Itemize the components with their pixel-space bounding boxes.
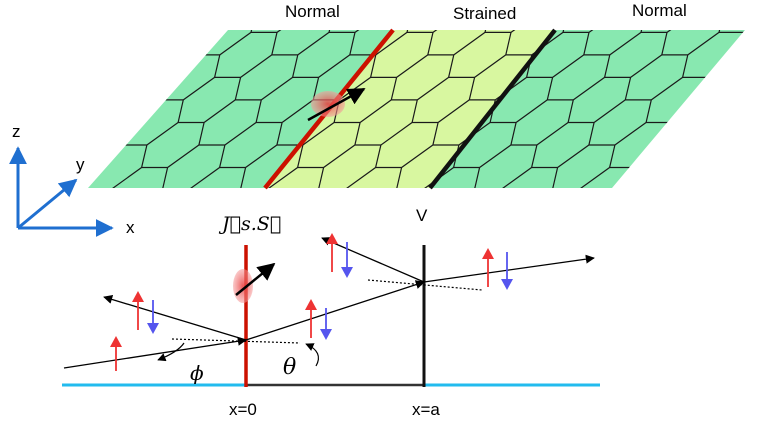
spin-down-reflected <box>147 300 159 334</box>
barrier-label-left: J⃗s.S⃗ <box>218 213 281 235</box>
region-label-left: Normal <box>285 2 340 21</box>
angle-label-theta: θ <box>283 355 296 380</box>
impurity-spin-arrow-top <box>307 87 366 122</box>
spin-up-transmitted <box>482 248 494 287</box>
spin-up-reflected <box>132 291 144 330</box>
y-axis-label: y <box>76 155 85 174</box>
strained-region <box>265 30 555 188</box>
magnetic-impurity-top <box>311 91 345 117</box>
spin-up-middle-reflected <box>326 233 338 272</box>
spin-down-transmitted <box>501 252 513 290</box>
transmitted-ray-right <box>423 254 595 283</box>
reflected-ray-middle <box>321 237 425 283</box>
spin-down-middle-reflected <box>341 242 353 278</box>
left-normal-region <box>88 30 393 188</box>
x-axis-label: x <box>126 218 135 237</box>
spin-arrows <box>110 233 513 371</box>
reflected-ray <box>103 295 247 341</box>
spin-up-middle <box>305 299 317 338</box>
angle-phi-arc <box>157 342 185 362</box>
magnetic-impurity <box>233 269 253 303</box>
right-normal-region <box>430 30 745 188</box>
black-boundary-line <box>428 28 557 190</box>
z-axis-label: z <box>12 122 21 141</box>
transmitted-ray-middle <box>245 280 425 341</box>
incident-ray <box>63 336 247 369</box>
spin-up-incident <box>110 336 122 371</box>
angle-label-phi: ϕ <box>190 361 204 385</box>
coordinate-axes: z y x <box>8 122 135 237</box>
region-label-right: Normal <box>632 1 687 20</box>
graphene-sheet <box>88 28 745 190</box>
impurity-spin-arrow <box>235 262 276 296</box>
barrier-label-right: V <box>416 206 428 225</box>
angle-theta-arc <box>305 343 319 367</box>
position-label-right: x=a <box>412 400 440 419</box>
position-label-left: x=0 <box>229 400 257 419</box>
y-axis-arrow <box>17 178 78 230</box>
normal-dotted-left <box>171 338 301 344</box>
spin-down-middle <box>320 308 332 340</box>
region-label-middle: Strained <box>453 4 516 23</box>
scattering-schematic: J⃗s.S⃗ V ϕ θ x=0 x=a <box>62 206 600 419</box>
normal-dotted-right <box>367 279 483 291</box>
